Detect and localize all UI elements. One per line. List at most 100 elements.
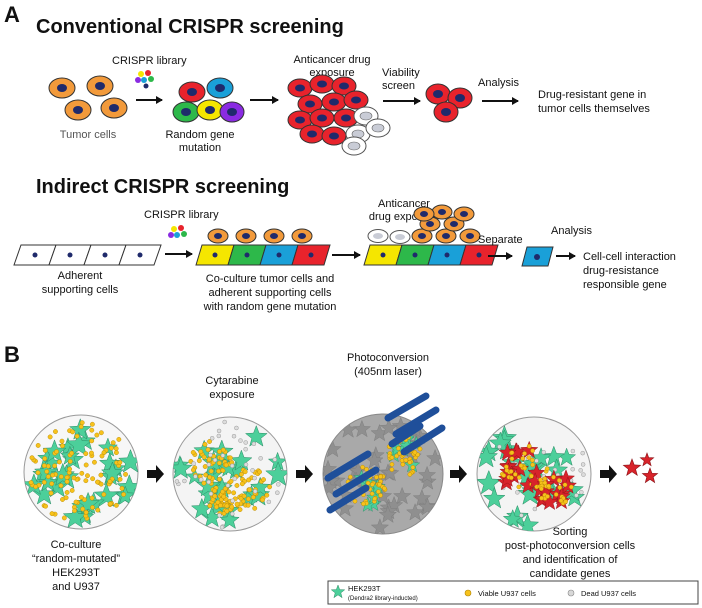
viable-u937-cell [551, 474, 556, 480]
crispr-library-icon [135, 70, 154, 89]
viable-u937-cell [217, 476, 222, 482]
viable-u937-cell [43, 503, 48, 509]
hek293t-cell [542, 445, 565, 467]
viable-u937-cell [509, 456, 515, 461]
analysis-label-1: Analysis [478, 77, 519, 89]
viable-u937-cell [512, 472, 518, 477]
viable-u937-cell [83, 462, 89, 468]
viable-u937-cell [216, 468, 221, 474]
tumor-cell [100, 97, 128, 119]
step3-label-1: Photoconversion [347, 352, 429, 364]
laser-beam [332, 466, 380, 498]
viable-u937-cell [94, 432, 100, 438]
viable-u937-cell [544, 466, 550, 472]
laser-beam [324, 450, 372, 482]
dead-u937-cell [222, 419, 227, 425]
viable-u937-cell [407, 459, 413, 465]
viable-u937-cell [92, 459, 97, 465]
indirect-drug-label-1: Anticancer [378, 198, 430, 210]
viable-u937-cell [113, 446, 119, 451]
viable-u937-cell [89, 427, 95, 433]
hek293t-cell [68, 418, 92, 440]
viable-u937-cell [558, 498, 564, 503]
dead-u937-cell [275, 490, 280, 495]
viable-u937-cell [234, 501, 240, 507]
tumor-cell [321, 92, 347, 112]
hek293t-cell [477, 469, 502, 495]
viable-u937-cell [80, 506, 86, 512]
viable-u937-cell [59, 438, 65, 444]
tumor-cells-label: Tumor cells [60, 129, 117, 141]
viable-u937-cell [33, 484, 39, 490]
viable-u937-cell [242, 469, 248, 475]
viable-u937-cell [360, 464, 365, 470]
viable-u937-cell [407, 472, 413, 477]
laser-beam [384, 392, 430, 422]
dead-u937-cell [272, 457, 277, 462]
dead-u937-cell [574, 493, 579, 498]
tumor-cell [207, 228, 229, 244]
dead-cell [367, 229, 389, 243]
viable-u937-cell [229, 504, 235, 510]
viable-u937-cell [218, 502, 223, 508]
dead-u937-cell [243, 440, 248, 445]
viable-u937-cell [29, 455, 35, 461]
sorted-cells-stars [622, 452, 659, 484]
viable-u937-cell [83, 478, 89, 484]
dead-u937-cell [252, 475, 257, 481]
viable-u937-cell [526, 443, 532, 449]
viable-u937-cell [35, 443, 41, 448]
dish-coculture [23, 414, 139, 530]
coculture-label-2: adherent supporting cells [209, 287, 332, 299]
hek293t-cell [65, 431, 92, 456]
dead-legend-icon [567, 589, 575, 597]
conventional-result-1: Drug-resistant gene in [538, 89, 646, 101]
tumor-cell [321, 126, 347, 146]
tumor-cell [431, 204, 453, 220]
indirect-result-2: drug-resistance [583, 265, 659, 277]
viable-u937-cell [247, 487, 252, 493]
tumor-cell [64, 99, 92, 121]
viable-u937-cell [228, 478, 234, 484]
hek293t-cell [97, 437, 118, 457]
viable-u937-cell [516, 484, 522, 490]
viable-u937-cell [394, 453, 399, 459]
hek293t-cell [37, 471, 59, 492]
viable-u937-cell [522, 465, 528, 471]
viable-u937-cell [89, 438, 95, 444]
hek293t-cell [379, 418, 398, 436]
hek293t-cell [230, 449, 253, 471]
viable-u937-cell [109, 445, 114, 451]
panel-b-label: B [4, 342, 20, 367]
indirect-result-1: Cell-cell interaction [583, 251, 676, 263]
crispr-library-label-1: CRISPR library [112, 55, 187, 67]
viable-u937-cell [216, 460, 222, 466]
dead-u937-cell [243, 462, 249, 467]
dead-u937-cell [258, 456, 263, 461]
viable-u937-cell [518, 463, 524, 468]
viable-u937-cell [64, 479, 70, 485]
viable-u937-cell [206, 457, 212, 462]
dead-u937-cell [225, 483, 231, 488]
viable-u937-cell [529, 473, 534, 479]
dead-u937-cell [252, 489, 258, 494]
viable-u937-cell [267, 484, 272, 490]
hek293t-cell [418, 497, 437, 516]
dead-u937-cell [199, 477, 204, 482]
viable-u937-cell [42, 456, 48, 461]
viable-u937-cell [227, 455, 233, 461]
dead-u937-cell [276, 482, 281, 487]
dead-u937-cell [206, 462, 212, 467]
hek-legend-icon [330, 584, 346, 599]
photoconverted-hek-cell [558, 476, 578, 494]
step1-label-1: Co-culture [51, 539, 102, 551]
legend-hek-label: HEK293T [348, 584, 381, 593]
dead-u937-cell [193, 474, 198, 479]
dead-u937-cell [580, 450, 585, 456]
viable-u937-cell [69, 488, 75, 493]
dead-u937-cell [578, 468, 583, 473]
viable-u937-cell [69, 450, 75, 456]
viable-u937-cell [98, 430, 104, 436]
surviving-cell [425, 83, 451, 105]
coculture-label-1: Co-culture tumor cells and [206, 273, 334, 285]
